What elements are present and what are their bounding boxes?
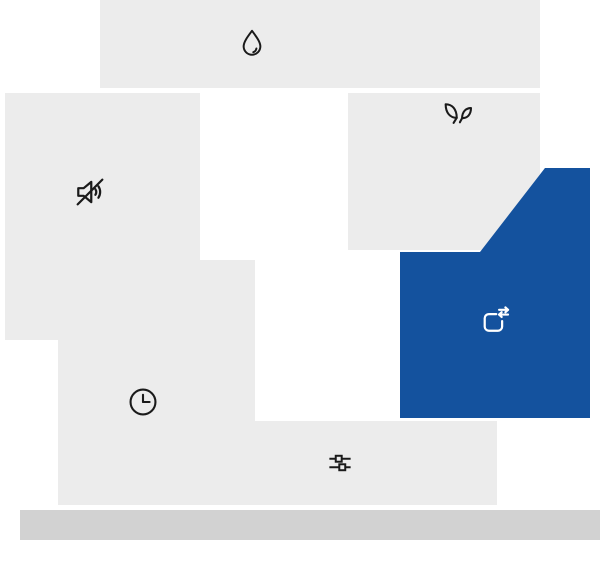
speaker-muted-icon — [71, 173, 109, 211]
clock-icon — [125, 384, 161, 420]
eco-leaves-icon — [439, 96, 477, 134]
tap-sync-icon — [476, 303, 514, 341]
tile-settings[interactable] — [200, 421, 497, 505]
bottom-bar — [20, 510, 600, 540]
water-drop-icon — [235, 26, 269, 60]
sliders-icon — [323, 446, 357, 480]
tile-water[interactable] — [100, 0, 540, 88]
